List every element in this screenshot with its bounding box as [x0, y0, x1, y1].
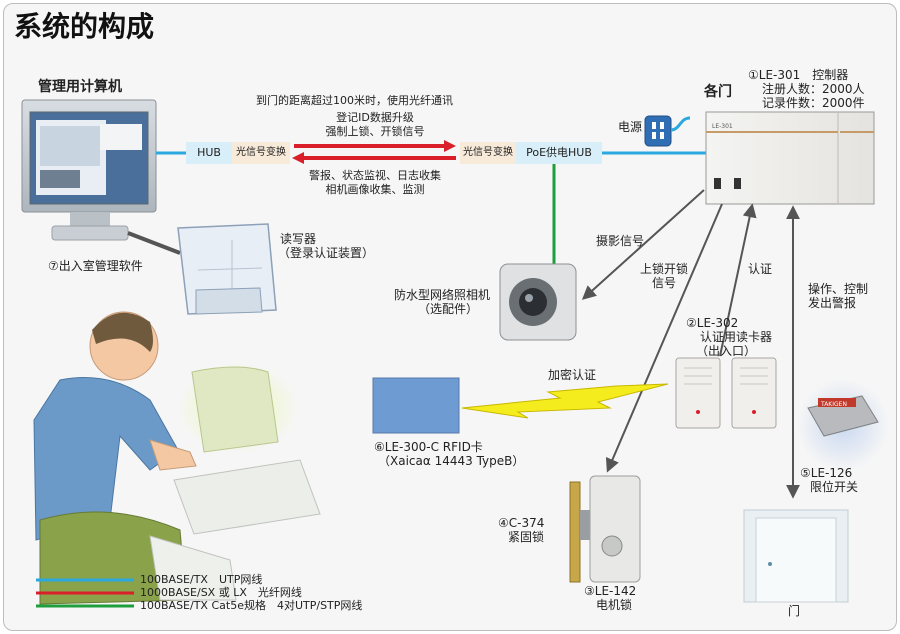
signal-back-2: 相机画像收集、监测: [325, 183, 425, 196]
controller-capacity-users: 注册人数：2000人: [762, 82, 865, 96]
controller-panel-mark: LE-301: [712, 123, 733, 130]
controller-capacity-logs: 记录件数：2000件: [762, 96, 865, 110]
card-reader-pair: [675, 357, 777, 429]
fiber-arrow-forward: [444, 140, 456, 152]
photo-signal-label: 摄影信号: [596, 234, 645, 248]
legend-cat5e-label: 100BASE/TX Cat5e规格 4对UTP/STP网线: [140, 599, 363, 612]
lock-signal-arrow: [605, 203, 723, 473]
rfid-sublabel: （Xaicaα 14443 TypeB）: [378, 454, 525, 468]
reader-writer-label: 读写器: [280, 232, 317, 246]
power-label: 电源: [618, 120, 643, 134]
strike-name: 紧固锁: [508, 530, 545, 544]
card-reader-name: 认证用读卡器: [700, 330, 773, 344]
encrypt-label: 加密认证: [548, 368, 597, 382]
legend-utp-label: 100BASE/TX UTP网线: [140, 573, 263, 586]
reader-writer-sublabel: （登录认证装置）: [278, 246, 375, 260]
converter-left-label: 光信号变换: [236, 147, 286, 158]
signal-forward-2: 强制上锁、开锁信号: [325, 125, 425, 138]
camera-sublabel: （选配件）: [418, 302, 479, 316]
motor-lock-device: [589, 475, 641, 583]
network-camera: [499, 263, 577, 341]
hub-left-label: HUB: [197, 146, 221, 159]
admin-software-label: ⑦出入室管理软件: [48, 259, 143, 273]
door: [743, 509, 849, 603]
fiber-distance-note: 到门的距离超过100米时，使用光纤通讯: [256, 94, 453, 107]
signal-forward-1: 登记ID数据升级: [336, 111, 414, 124]
rfid-label: ⑥LE-300-C RFID卡: [374, 440, 483, 454]
card-reader-location: （出入口）: [696, 344, 757, 358]
auth-arrow: [719, 203, 757, 357]
card-reader-model: ②LE-302: [686, 316, 739, 330]
limit-switch-model: ⑤LE-126: [800, 466, 853, 480]
lock-signal-label-1: 上锁开锁: [640, 262, 689, 276]
auth-label: 认证: [748, 262, 773, 276]
converter-right-box: [460, 142, 516, 164]
converter-right-label: 光信号变换: [463, 147, 513, 158]
strike-model: ④C-374: [498, 516, 545, 530]
hub-right-box: [516, 142, 602, 164]
strike-lock: [569, 481, 592, 583]
limit-switch-name: 限位开关: [810, 480, 859, 494]
signal-back-1: 警报、状态监视、日志收集: [309, 169, 441, 182]
door-group-label: 各门: [704, 84, 732, 100]
pc-reader-cable: [127, 231, 181, 255]
controller-unit: [705, 111, 875, 205]
encrypt-lightning-icon: [461, 383, 669, 419]
rfid-card: [372, 377, 460, 434]
controller-label: ①LE-301 控制器: [748, 68, 849, 82]
converter-left-box: [232, 142, 290, 164]
motor-lock-model: ③LE-142: [584, 584, 637, 598]
reader-writer-device: [177, 223, 277, 315]
poe-hub-label: PoE供电HUB: [526, 146, 592, 159]
lock-signal-label-2: 信号: [652, 276, 677, 290]
operate-label-2: 发出警报: [808, 296, 857, 310]
person-at-computer-illustration: [33, 311, 321, 605]
limit-switch-device: [807, 395, 879, 437]
photo-signal-arrow: [581, 189, 705, 300]
power-outlet-icon: [644, 115, 691, 147]
motor-lock-name: 电机锁: [596, 598, 633, 612]
door-label: 门: [788, 604, 801, 618]
limit-switch-brand: TAKIGEN: [820, 401, 847, 408]
fiber-arrow-back: [292, 152, 304, 164]
admin-pc-monitor: [21, 99, 157, 241]
legend-fiber-label: 1000BASE/SX 或 LX 光纤网线: [140, 586, 302, 599]
page-title: 系统的构成: [14, 10, 155, 43]
admin-pc-label: 管理用计算机: [38, 79, 122, 95]
camera-label: 防水型网络照相机: [394, 288, 491, 302]
operate-label-1: 操作、控制: [808, 282, 869, 296]
hub-left-box: [186, 142, 232, 164]
